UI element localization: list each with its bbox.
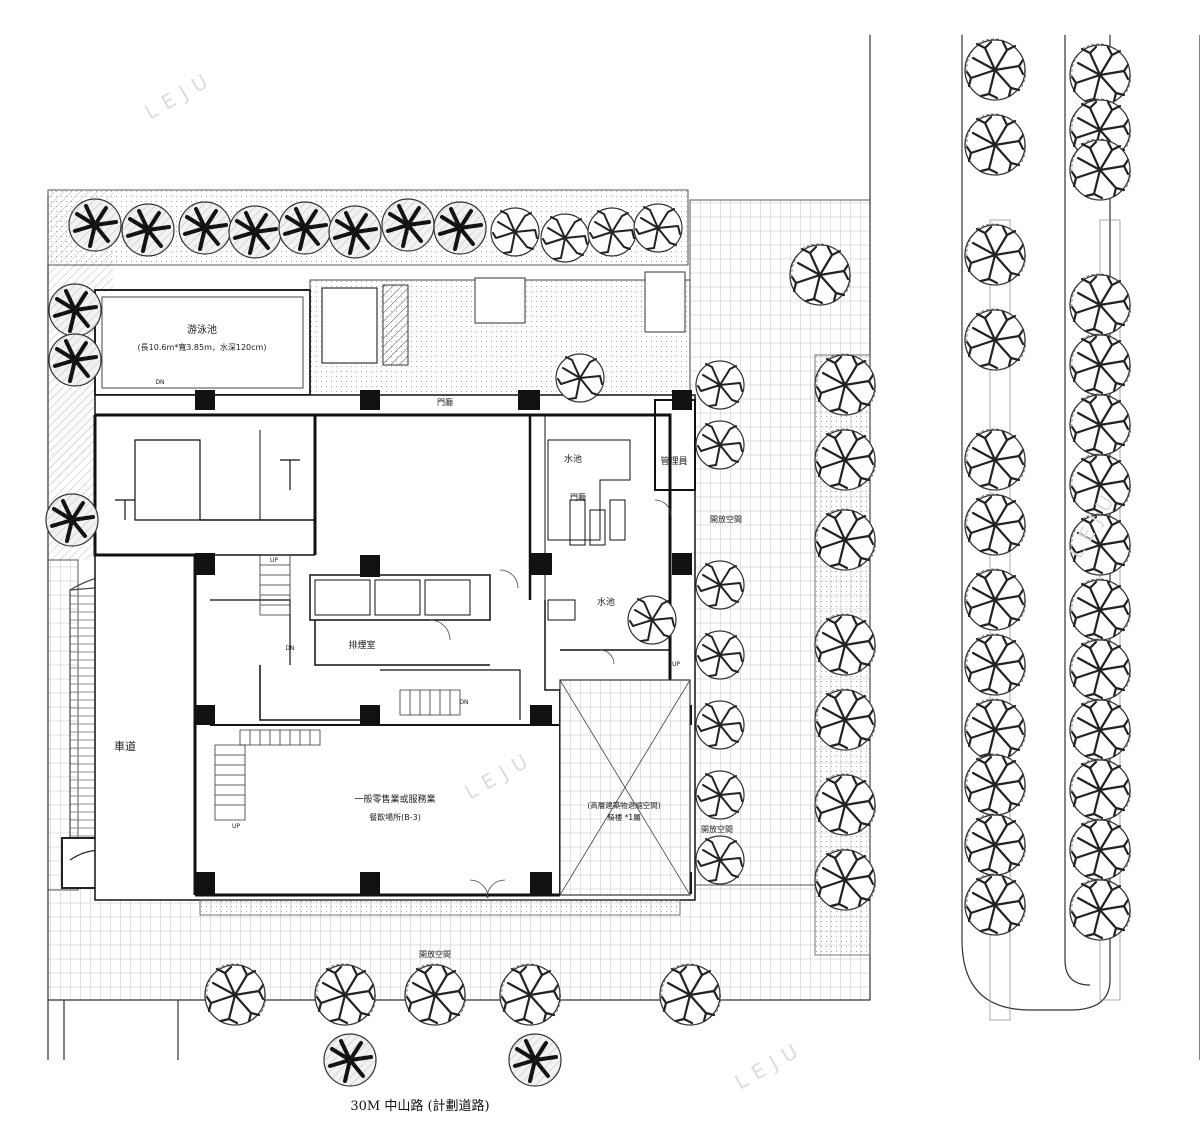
pool-label: 游泳池: [187, 323, 217, 336]
retail-label-1: 一般零售業或服務業: [354, 793, 435, 805]
open-space-east-label: 開放空間: [710, 514, 742, 524]
open-space-se-label: 開放空間: [701, 824, 733, 834]
dn-label-2: DN: [459, 699, 468, 706]
south-planter: [199, 899, 681, 916]
open-space-south-label: 開放空間: [419, 949, 451, 959]
retail-label-2: 餐飲場所(B-3): [369, 812, 421, 822]
up-label-2: UP: [232, 823, 240, 830]
up-label-1: UP: [270, 557, 278, 564]
arcade-label-1: (高層建築物退縮空間): [587, 800, 660, 810]
plan-labels: 游泳池 (長10.6m*寬3.85m，水深120cm) 門廳 水池 門廳 管理員…: [114, 323, 742, 1114]
pool-spec-label: (長10.6m*寬3.85m，水深120cm): [138, 342, 267, 352]
dn-label-1: DN: [155, 379, 164, 386]
gatehouse-label: 門廳: [437, 397, 453, 407]
up-label-3: UP: [672, 661, 680, 668]
arcade-setback: [559, 679, 691, 896]
water-pool-north-label: 水池: [564, 453, 582, 465]
swimming-pool: [94, 289, 311, 396]
driveway-label: 車道: [114, 739, 136, 753]
courtyard-garden: [309, 271, 691, 411]
dn-label-3: DN: [285, 645, 294, 652]
arcade-label-2: 騎樓 *1層: [607, 812, 640, 822]
smoke-room-label: 排煙室: [348, 639, 375, 651]
lobby-label: 門廳: [570, 492, 586, 502]
management-label: 管理員: [660, 455, 687, 467]
street-label: 30M 中山路 (計劃道路): [350, 1098, 489, 1114]
water-pool-south-label: 水池: [597, 596, 615, 608]
